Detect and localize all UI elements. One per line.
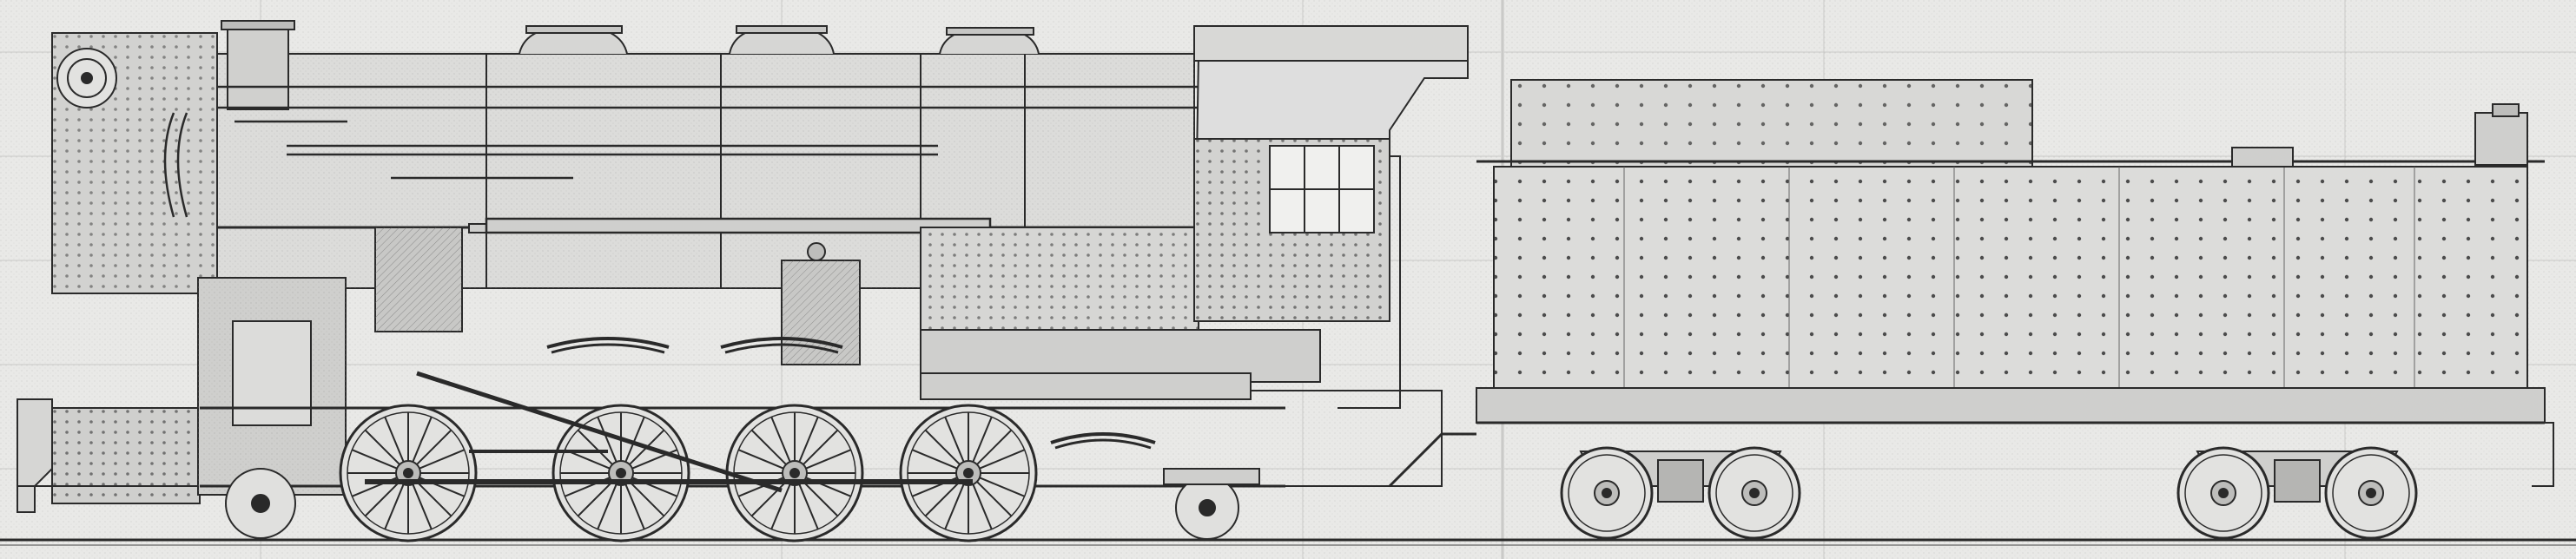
- cab: [1192, 25, 1469, 409]
- top-piping: [163, 85, 1199, 234]
- tender-truck-rear: [2176, 446, 2418, 540]
- smokebox: [17, 32, 218, 513]
- driving-wheel-2: [552, 404, 690, 543]
- driving-wheel-1: [339, 404, 478, 543]
- tender-truck-front-wheel-1: [1560, 446, 1654, 540]
- tender-truck-front: [1560, 446, 1801, 540]
- tender-frame: [1476, 387, 2554, 487]
- tender-trucks: [1560, 446, 2418, 540]
- tender-truck-rear-wheel-2: [2324, 446, 2418, 540]
- tender-truck-rear-wheel-1: [2176, 446, 2270, 540]
- tender: [1388, 79, 2554, 540]
- locomotive: [17, 20, 1469, 543]
- leaf-springs: [546, 337, 1156, 450]
- trailing-truck: [1163, 468, 1260, 540]
- smokestack: [221, 20, 295, 110]
- cylinder: [197, 277, 347, 496]
- driving-wheel-3: [725, 404, 864, 543]
- tender-truck-front-wheel-2: [1707, 446, 1801, 540]
- tender-tank: [1476, 160, 2545, 389]
- steam-domes: [519, 24, 1040, 55]
- firebox: [920, 227, 1321, 385]
- coal-bunker: [1510, 79, 2033, 168]
- driving-wheel-4: [899, 404, 1038, 543]
- side-rods: [365, 371, 973, 493]
- water-hatch: [2231, 103, 2528, 168]
- rail: [0, 538, 2576, 546]
